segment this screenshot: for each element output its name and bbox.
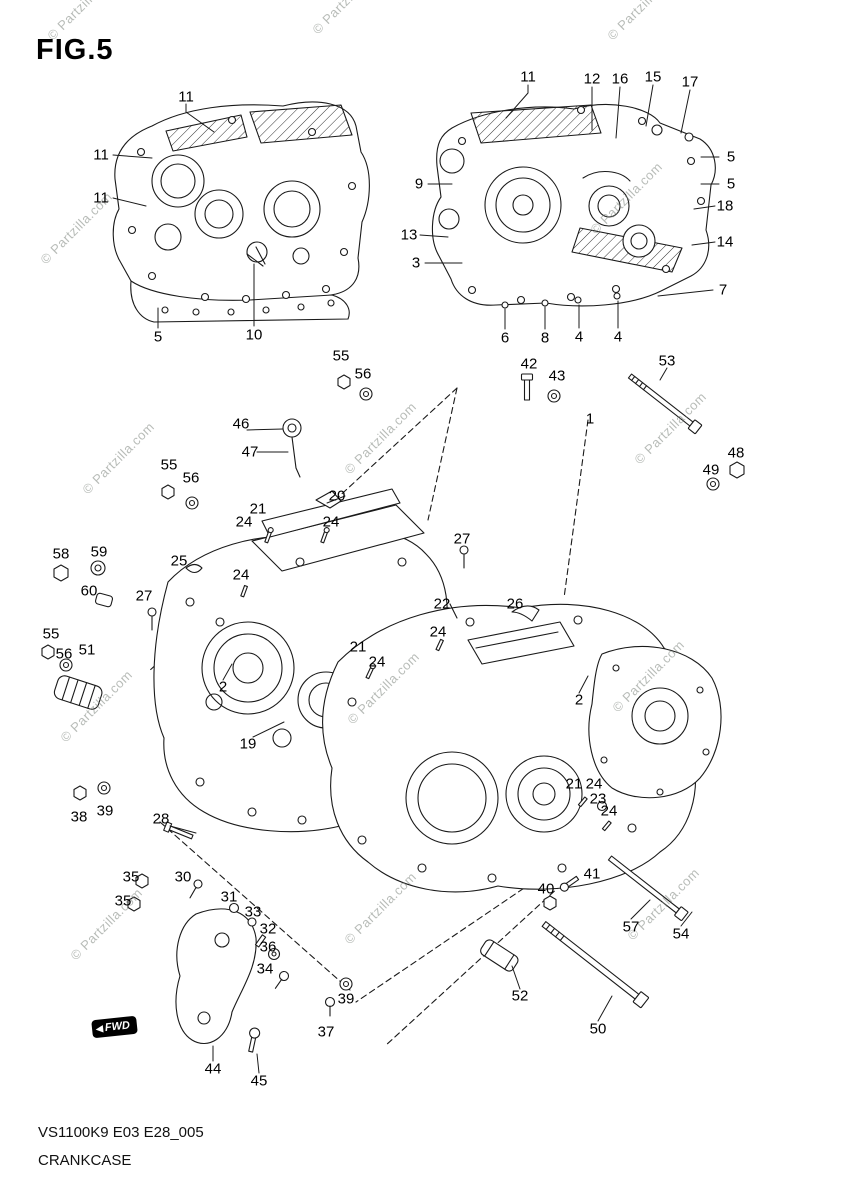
part-number-label[interactable]: 34 (256, 960, 274, 978)
part-number-label[interactable]: 25 (170, 552, 188, 570)
part-number-label[interactable]: 47 (241, 443, 259, 461)
part-number-label[interactable]: 9 (414, 175, 424, 193)
part-number-label[interactable]: 49 (702, 461, 720, 479)
part-number-label[interactable]: 52 (511, 987, 529, 1005)
part-number-label[interactable]: 55 (332, 347, 350, 365)
part-number-label[interactable]: 46 (232, 415, 250, 433)
part-number-label[interactable]: 5 (726, 148, 736, 166)
part-number-label[interactable]: 54 (672, 925, 690, 943)
part-number-label[interactable]: 26 (506, 595, 524, 613)
part-number-label[interactable]: 41 (583, 865, 601, 883)
part-number-label[interactable]: 16 (611, 70, 629, 88)
part-number-label[interactable]: 58 (52, 545, 70, 563)
part-number-label[interactable]: 17 (681, 73, 699, 91)
part-number-label[interactable]: 4 (613, 328, 623, 346)
part-number-label[interactable]: 4 (574, 328, 584, 346)
figure-title: FIG.5 (36, 34, 114, 66)
part-number-label[interactable]: 12 (583, 70, 601, 88)
part-number-label[interactable]: 11 (178, 88, 194, 106)
part-number-label[interactable]: 45 (250, 1072, 268, 1090)
part-number-label[interactable]: 57 (622, 918, 640, 936)
part-number-label[interactable]: 15 (644, 68, 662, 86)
part-number-label[interactable]: 56 (55, 645, 73, 663)
part-number-label[interactable]: 18 (716, 197, 734, 215)
part-number-label[interactable]: 24 (235, 513, 253, 531)
part-number-label[interactable]: 7 (718, 281, 728, 299)
crankcase-outer-view-art (431, 104, 716, 309)
figure-code: VS1100K9 E03 E28_005 (38, 1124, 204, 1141)
part-number-label[interactable]: 32 (259, 920, 277, 938)
part-number-label[interactable]: 3 (411, 254, 421, 272)
part-number-label[interactable]: 6 (500, 329, 510, 347)
fwd-arrow-icon: ◀ (95, 1022, 104, 1034)
part-number-label[interactable]: 24 (232, 566, 250, 584)
part-number-label[interactable]: 2 (574, 691, 584, 709)
part-number-label[interactable]: 23 (589, 790, 607, 808)
part-number-label[interactable]: 38 (70, 808, 88, 826)
part-number-label[interactable]: 19 (239, 735, 257, 753)
part-number-label[interactable]: 13 (400, 226, 418, 244)
part-number-label[interactable]: 59 (90, 543, 108, 561)
part-number-label[interactable]: 24 (368, 653, 386, 671)
part-number-label[interactable]: 39 (96, 802, 114, 820)
part-number-label[interactable]: 48 (727, 444, 745, 462)
part-number-label[interactable]: 5 (153, 328, 163, 346)
hardware-art (41, 373, 745, 1053)
figure-name: CRANKCASE (38, 1152, 132, 1169)
part-number-label[interactable]: 56 (182, 469, 200, 487)
part-number-label[interactable]: 11 (93, 189, 109, 207)
part-number-label[interactable]: 21 (249, 500, 267, 518)
part-number-label[interactable]: 31 (220, 888, 238, 906)
part-number-label[interactable]: 8 (540, 329, 550, 347)
part-number-label[interactable]: 1 (585, 410, 595, 428)
part-number-label[interactable]: 27 (135, 587, 153, 605)
part-number-label[interactable]: 27 (453, 530, 471, 548)
part-number-label[interactable]: 21 (565, 775, 583, 793)
part-number-label[interactable]: 42 (520, 355, 538, 373)
part-number-label[interactable]: 2 (218, 678, 228, 696)
leader-lines (112, 84, 720, 1074)
part-number-label[interactable]: 51 (78, 641, 96, 659)
part-number-label[interactable]: 50 (589, 1020, 607, 1038)
part-number-label[interactable]: 20 (328, 487, 346, 505)
part-number-label[interactable]: 36 (259, 938, 277, 956)
part-number-label[interactable]: 33 (244, 903, 262, 921)
part-number-label[interactable]: 35 (114, 892, 132, 910)
part-number-label[interactable]: 11 (520, 68, 536, 86)
part-number-label[interactable]: 11 (93, 146, 109, 164)
part-number-label[interactable]: 60 (80, 582, 98, 600)
part-number-label[interactable]: 40 (537, 880, 555, 898)
part-number-label[interactable]: 24 (585, 775, 603, 793)
part-number-label[interactable]: 35 (122, 868, 140, 886)
part-number-label[interactable]: 21 (349, 638, 367, 656)
part-number-label[interactable]: 22 (433, 595, 451, 613)
part-number-label[interactable]: 5 (726, 175, 736, 193)
part-number-label[interactable]: 55 (160, 456, 178, 474)
part-number-label[interactable]: 28 (152, 810, 170, 828)
part-number-label[interactable]: 43 (548, 367, 566, 385)
part-number-label[interactable]: 37 (317, 1023, 335, 1041)
part-number-label[interactable]: 24 (322, 513, 340, 531)
part-number-label[interactable]: 10 (245, 326, 263, 344)
part-number-label[interactable]: 44 (204, 1060, 222, 1078)
part-number-label[interactable]: 53 (658, 352, 676, 370)
part-number-label[interactable]: 56 (354, 365, 372, 383)
part-number-label[interactable]: 24 (600, 802, 618, 820)
fwd-label: FWD (104, 1019, 131, 1034)
part-number-label[interactable]: 30 (174, 868, 192, 886)
part-number-label[interactable]: 39 (337, 990, 355, 1008)
exploded-crankcase-art (147, 387, 722, 1047)
part-number-label[interactable]: 14 (716, 233, 734, 251)
crankcase-inner-view-art (112, 101, 370, 323)
part-number-label[interactable]: 24 (429, 623, 447, 641)
part-number-label[interactable]: 55 (42, 625, 60, 643)
